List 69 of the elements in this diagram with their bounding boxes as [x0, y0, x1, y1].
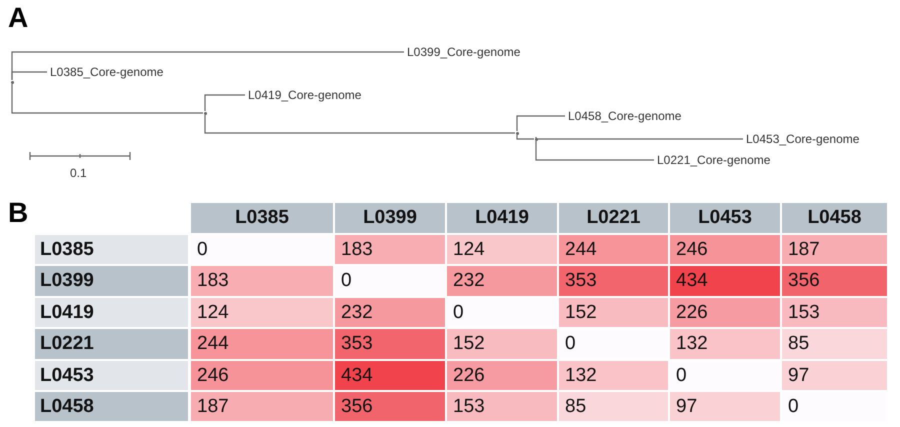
distance-cell: 232 — [447, 266, 557, 296]
distance-cell: 226 — [447, 361, 557, 390]
distance-cell: 244 — [191, 329, 333, 359]
distance-cell: 434 — [670, 266, 780, 296]
tree-branch — [204, 94, 245, 111]
distance-cell: 0 — [447, 298, 557, 327]
branch-node — [516, 132, 519, 135]
taxon-label: L0399_Core-genome — [407, 45, 520, 59]
branch-node — [535, 138, 538, 141]
branch-node — [11, 81, 14, 84]
taxon-label: L0419_Core-genome — [248, 88, 362, 102]
distance-cell: 85 — [559, 392, 668, 421]
column-header: L0399 — [335, 203, 445, 233]
taxon-label: L0221_Core-genome — [657, 153, 770, 167]
tree-branch — [516, 115, 565, 131]
distance-cell: 152 — [559, 298, 668, 327]
distance-cell: 183 — [191, 266, 333, 296]
row-header: L0385 — [35, 235, 188, 264]
tree-branch — [204, 115, 515, 134]
distance-cell: 353 — [335, 329, 445, 359]
distance-cell: 0 — [782, 392, 887, 421]
distance-cell: 232 — [335, 298, 445, 327]
distance-cell: 0 — [335, 266, 445, 296]
tree-branch — [11, 71, 47, 80]
column-header: L0221 — [559, 203, 668, 233]
distance-cell: 124 — [447, 235, 557, 264]
distance-cell: 356 — [782, 266, 887, 296]
distance-cell: 124 — [191, 298, 333, 327]
column-header: L0458 — [782, 203, 887, 233]
row-header: L0221 — [35, 329, 188, 359]
column-header: L0385 — [191, 203, 333, 233]
tree-branch — [535, 141, 654, 161]
branch-node — [204, 112, 207, 115]
distance-cell: 0 — [670, 361, 780, 390]
column-header: L0419 — [447, 203, 557, 233]
distance-cell: 434 — [335, 361, 445, 390]
distance-cell: 152 — [447, 329, 557, 359]
taxon-label: L0385_Core-genome — [50, 65, 164, 79]
row-header: L0453 — [35, 361, 188, 390]
row-header: L0419 — [35, 298, 188, 327]
distance-cell: 132 — [559, 361, 668, 390]
panel-letter: A — [8, 3, 28, 33]
distance-cell: 0 — [559, 329, 668, 359]
tree-branch — [516, 135, 534, 140]
distance-cell: 97 — [782, 361, 887, 390]
distance-cell: 244 — [559, 235, 668, 264]
distance-cell: 353 — [559, 266, 668, 296]
distance-cell: 246 — [191, 361, 333, 390]
row-header: L0399 — [35, 266, 188, 296]
distance-cell: 183 — [335, 235, 445, 264]
distance-cell: 246 — [670, 235, 780, 264]
distance-cell: 356 — [335, 392, 445, 421]
distance-cell: 187 — [191, 392, 333, 421]
distance-cell: 85 — [782, 329, 887, 359]
column-header: L0453 — [670, 203, 780, 233]
distance-cell: 153 — [447, 392, 557, 421]
distance-cell: 0 — [191, 235, 333, 264]
tree-branch — [11, 84, 203, 114]
scale-bar-value: 0.1 — [70, 166, 87, 180]
panel-letter: B — [8, 198, 28, 228]
distance-cell: 187 — [782, 235, 887, 264]
row-header: L0458 — [35, 392, 188, 421]
tree-branch — [535, 136, 743, 140]
taxon-label: L0458_Core-genome — [568, 109, 682, 123]
distance-cell: 132 — [670, 329, 780, 359]
distance-cell: 153 — [782, 298, 887, 327]
distance-cell: 97 — [670, 392, 780, 421]
distance-cell: 226 — [670, 298, 780, 327]
taxon-label: L0453_Core-genome — [746, 132, 860, 146]
